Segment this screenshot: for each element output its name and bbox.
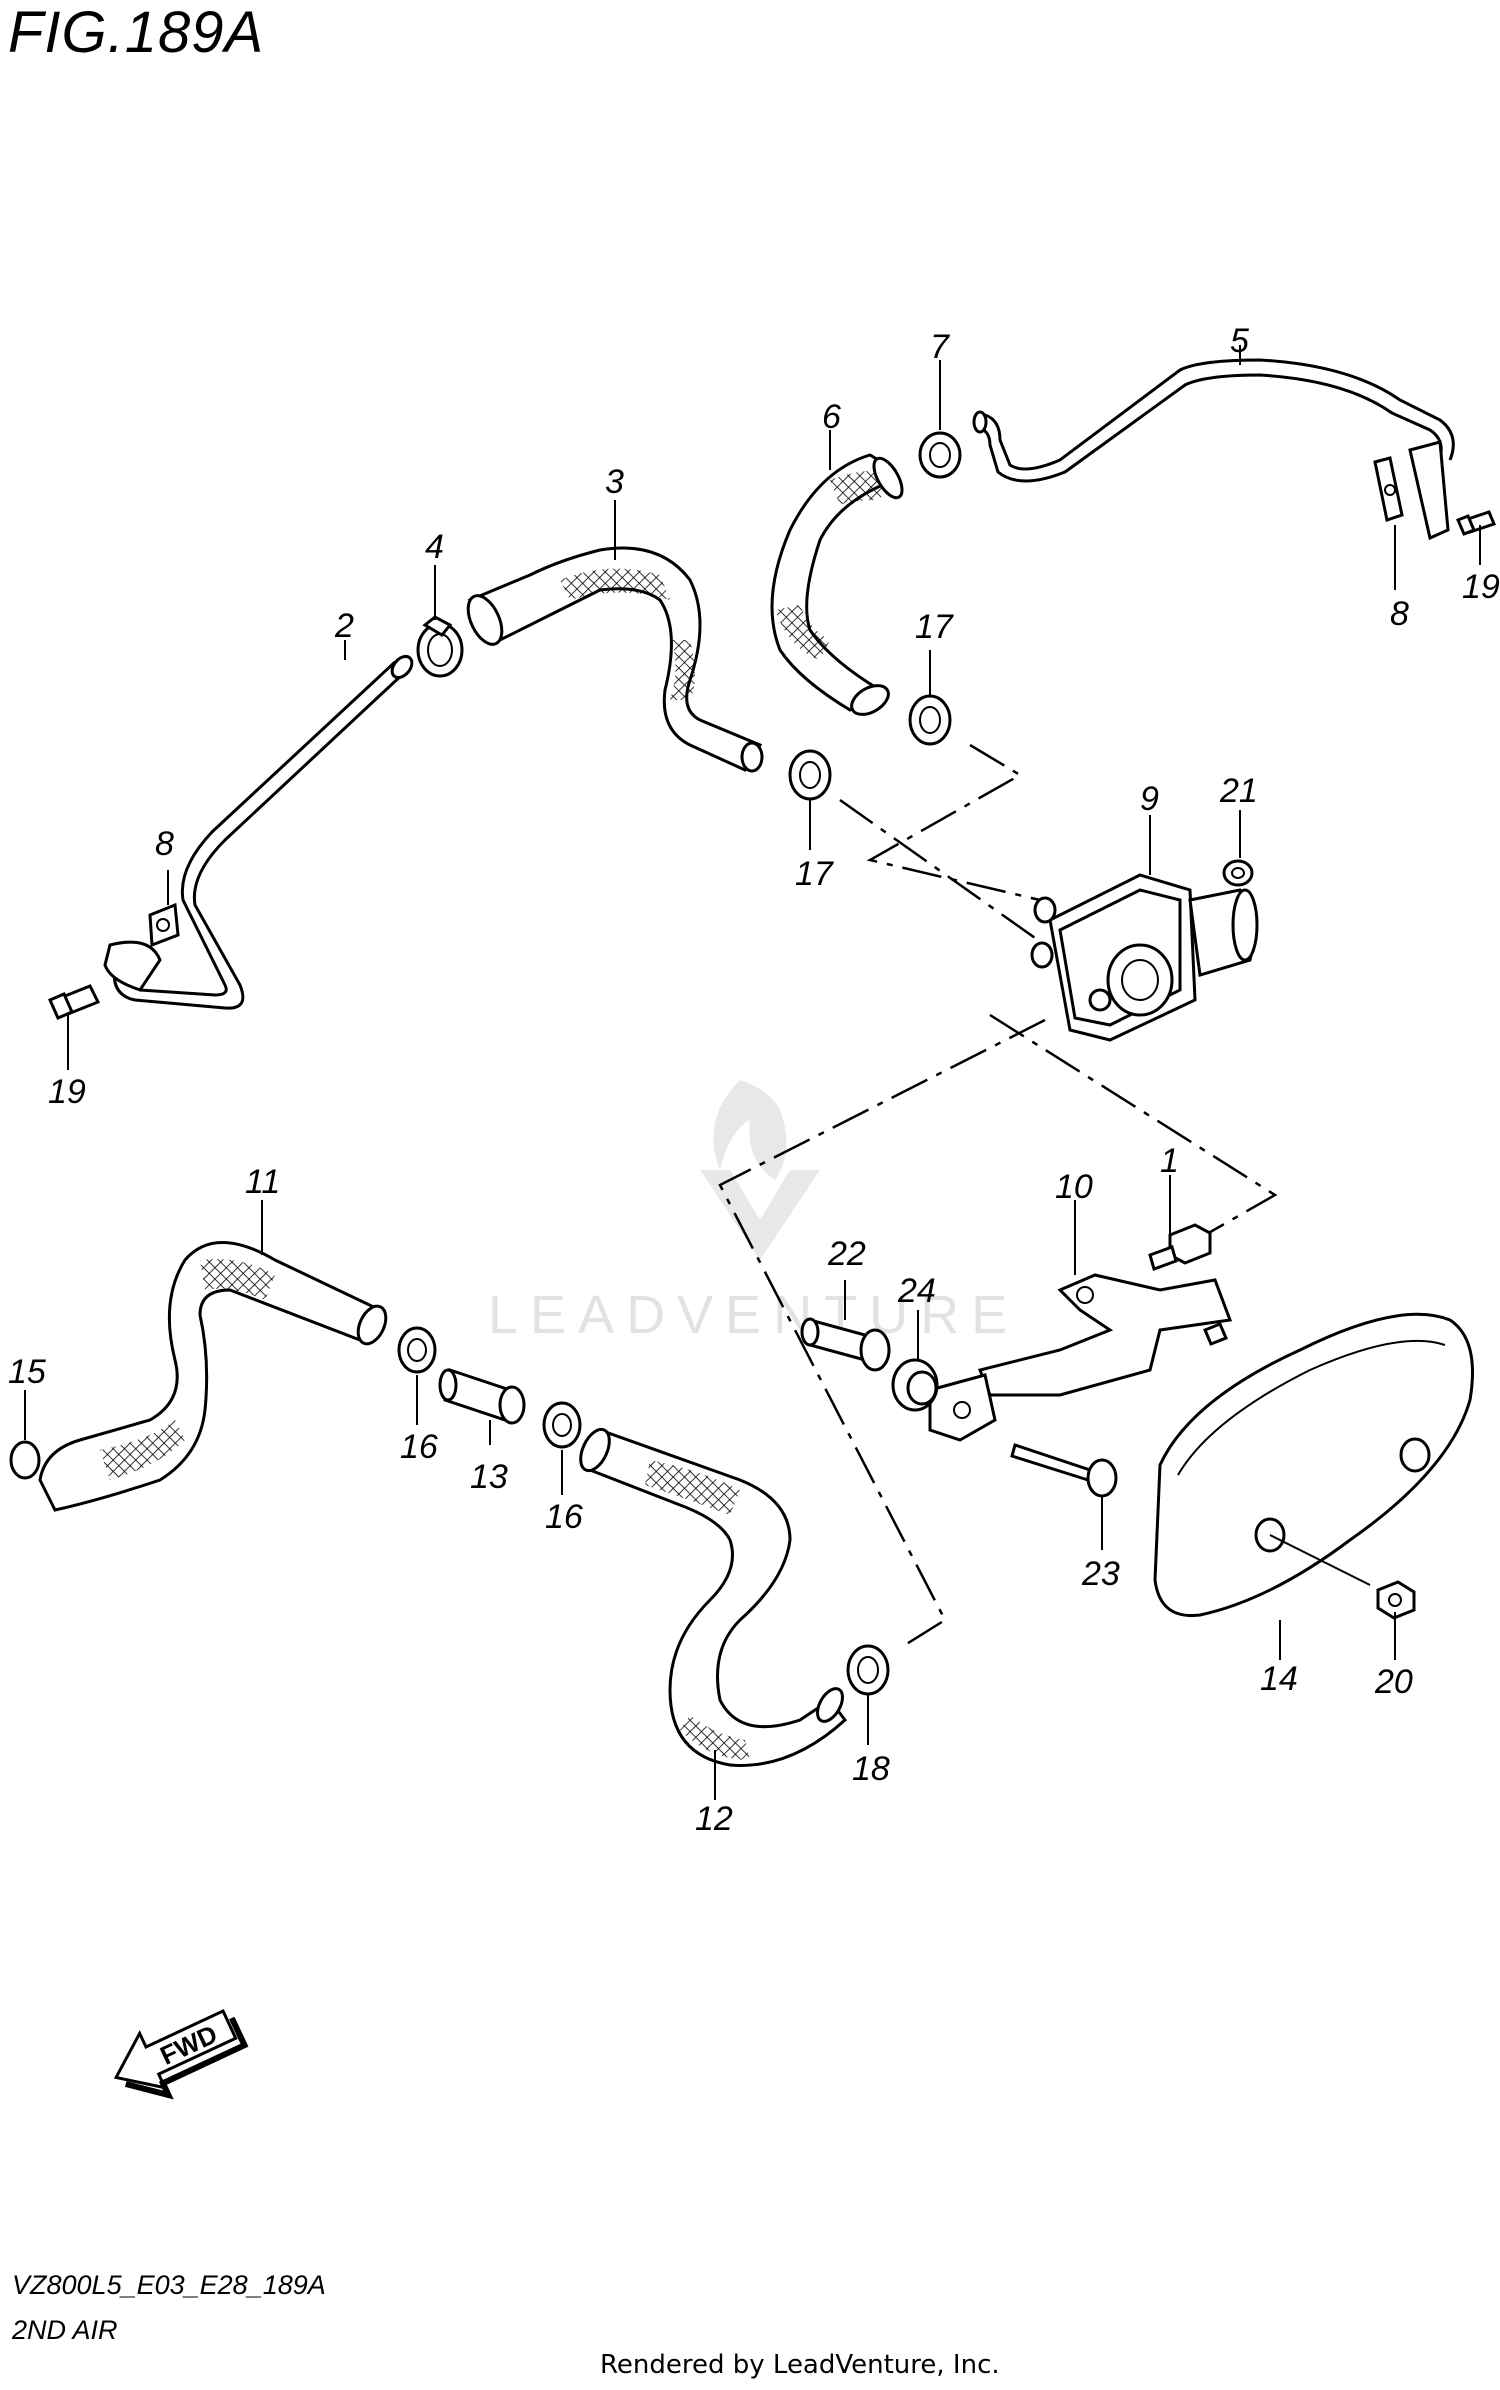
part-6-hose: [770, 453, 904, 716]
part-3-hose: [466, 546, 764, 773]
part-1-fitting: [1148, 1223, 1212, 1271]
callout-22: 22: [827, 1235, 866, 1273]
part-19-screw-left: [48, 984, 101, 1020]
callout-23: 23: [1081, 1555, 1120, 1593]
callout-6: 6: [822, 398, 841, 436]
part-2-pipe: [112, 654, 414, 1010]
callout-16-left: 16: [400, 1428, 438, 1466]
callout-9: 9: [1140, 780, 1159, 818]
callout-11: 11: [245, 1163, 280, 1201]
callout-7: 7: [930, 328, 950, 366]
part-5-pipe: [972, 358, 1455, 483]
callout-19-right: 19: [1462, 568, 1500, 606]
callout-14: 14: [1260, 1660, 1298, 1698]
figure-title: FIG.189A: [8, 0, 265, 65]
part-10-bracket: [928, 1273, 1233, 1442]
fwd-arrow: FWD: [113, 2009, 249, 2100]
callout-21: 21: [1219, 772, 1258, 810]
part-16-clamp-right: [542, 1401, 582, 1449]
render-credit: Rendered by LeadVenture, Inc.: [600, 2350, 1000, 2380]
part-8-bracket-left: [103, 902, 180, 992]
part-17-clamp-lower: [788, 749, 832, 801]
part-12-hose: [579, 1427, 848, 1767]
part-16-clamp-left: [397, 1326, 437, 1374]
callout-12: 12: [695, 1800, 733, 1838]
callout-15: 15: [8, 1353, 46, 1391]
part-18-clamp: [846, 1644, 890, 1696]
part-23-bolt: [1010, 1443, 1118, 1498]
part-4-clamp: [416, 615, 464, 678]
callout-13: 13: [470, 1458, 508, 1496]
part-17-clamp-upper: [908, 694, 952, 746]
callout-4: 4: [425, 528, 444, 566]
callout-2: 2: [334, 607, 354, 645]
part-9-valve: [1030, 873, 1259, 1042]
figure-code: VZ800L5_E03_E28_189A: [12, 2270, 326, 2300]
part-19-screw-right: [1456, 510, 1497, 536]
callout-16-right: 16: [545, 1498, 583, 1536]
part-13-joint: [438, 1368, 526, 1425]
callout-18: 18: [852, 1750, 890, 1788]
callout-17-upper: 17: [915, 608, 954, 646]
figure-subtitle: 2ND AIR: [12, 2315, 118, 2345]
part-14-case: [1153, 1312, 1474, 1618]
callout-20: 20: [1374, 1663, 1413, 1701]
callout-24: 24: [897, 1272, 936, 1310]
part-8-bracket-right: [1373, 440, 1450, 541]
callout-10: 10: [1055, 1168, 1093, 1206]
part-24-grommet: [891, 1358, 939, 1412]
watermark-text: LEADVENTURE: [488, 1285, 1019, 1345]
part-15-clip: [9, 1440, 41, 1480]
part-11-hose: [38, 1241, 388, 1512]
callout-17-lower: 17: [795, 855, 834, 893]
part-21-washer: [1222, 859, 1254, 887]
part-7-clamp: [918, 431, 962, 479]
watermark-logo: [700, 1080, 820, 1260]
part-22-bushing: [800, 1317, 891, 1372]
callout-19-left: 19: [48, 1073, 86, 1111]
callout-1: 1: [1160, 1142, 1179, 1180]
callout-3: 3: [605, 463, 624, 501]
callout-8-left: 8: [155, 825, 174, 863]
part-20-nut: [1376, 1580, 1416, 1620]
callout-8-right: 8: [1390, 595, 1409, 633]
callout-numbers: 1 2 3 4 5 6 7 8 8 9 10 11 12 13 14 15 16…: [8, 322, 1500, 1838]
callout-5: 5: [1230, 322, 1249, 360]
leader-lines: [24, 345, 1481, 1800]
